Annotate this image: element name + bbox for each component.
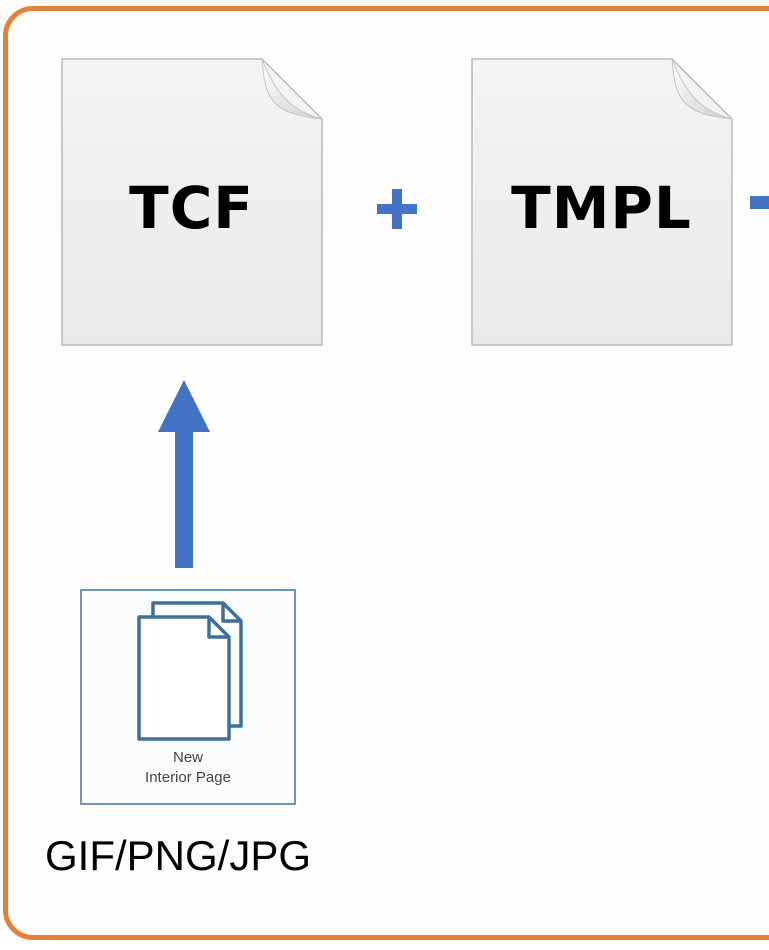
icon-caption-line1: New	[172, 749, 203, 766]
document-icon	[61, 58, 323, 346]
arrow-up-icon	[158, 380, 210, 568]
document-icon	[471, 58, 733, 346]
tcf-label: TCF	[129, 174, 254, 242]
icon-caption-line2: Interior Page	[145, 769, 231, 786]
icon-caption: New Interior Page	[82, 748, 294, 788]
plus-icon	[374, 186, 420, 232]
tcf-document: TCF	[59, 56, 324, 348]
new-interior-page-button[interactable]: New Interior Page	[80, 589, 296, 805]
image-formats-label: GIF/PNG/JPG	[45, 832, 312, 879]
tmpl-document: TMPL	[469, 56, 734, 348]
operator-fragment	[750, 196, 769, 209]
pages-icon	[137, 601, 243, 741]
tmpl-label: TMPL	[511, 174, 692, 242]
